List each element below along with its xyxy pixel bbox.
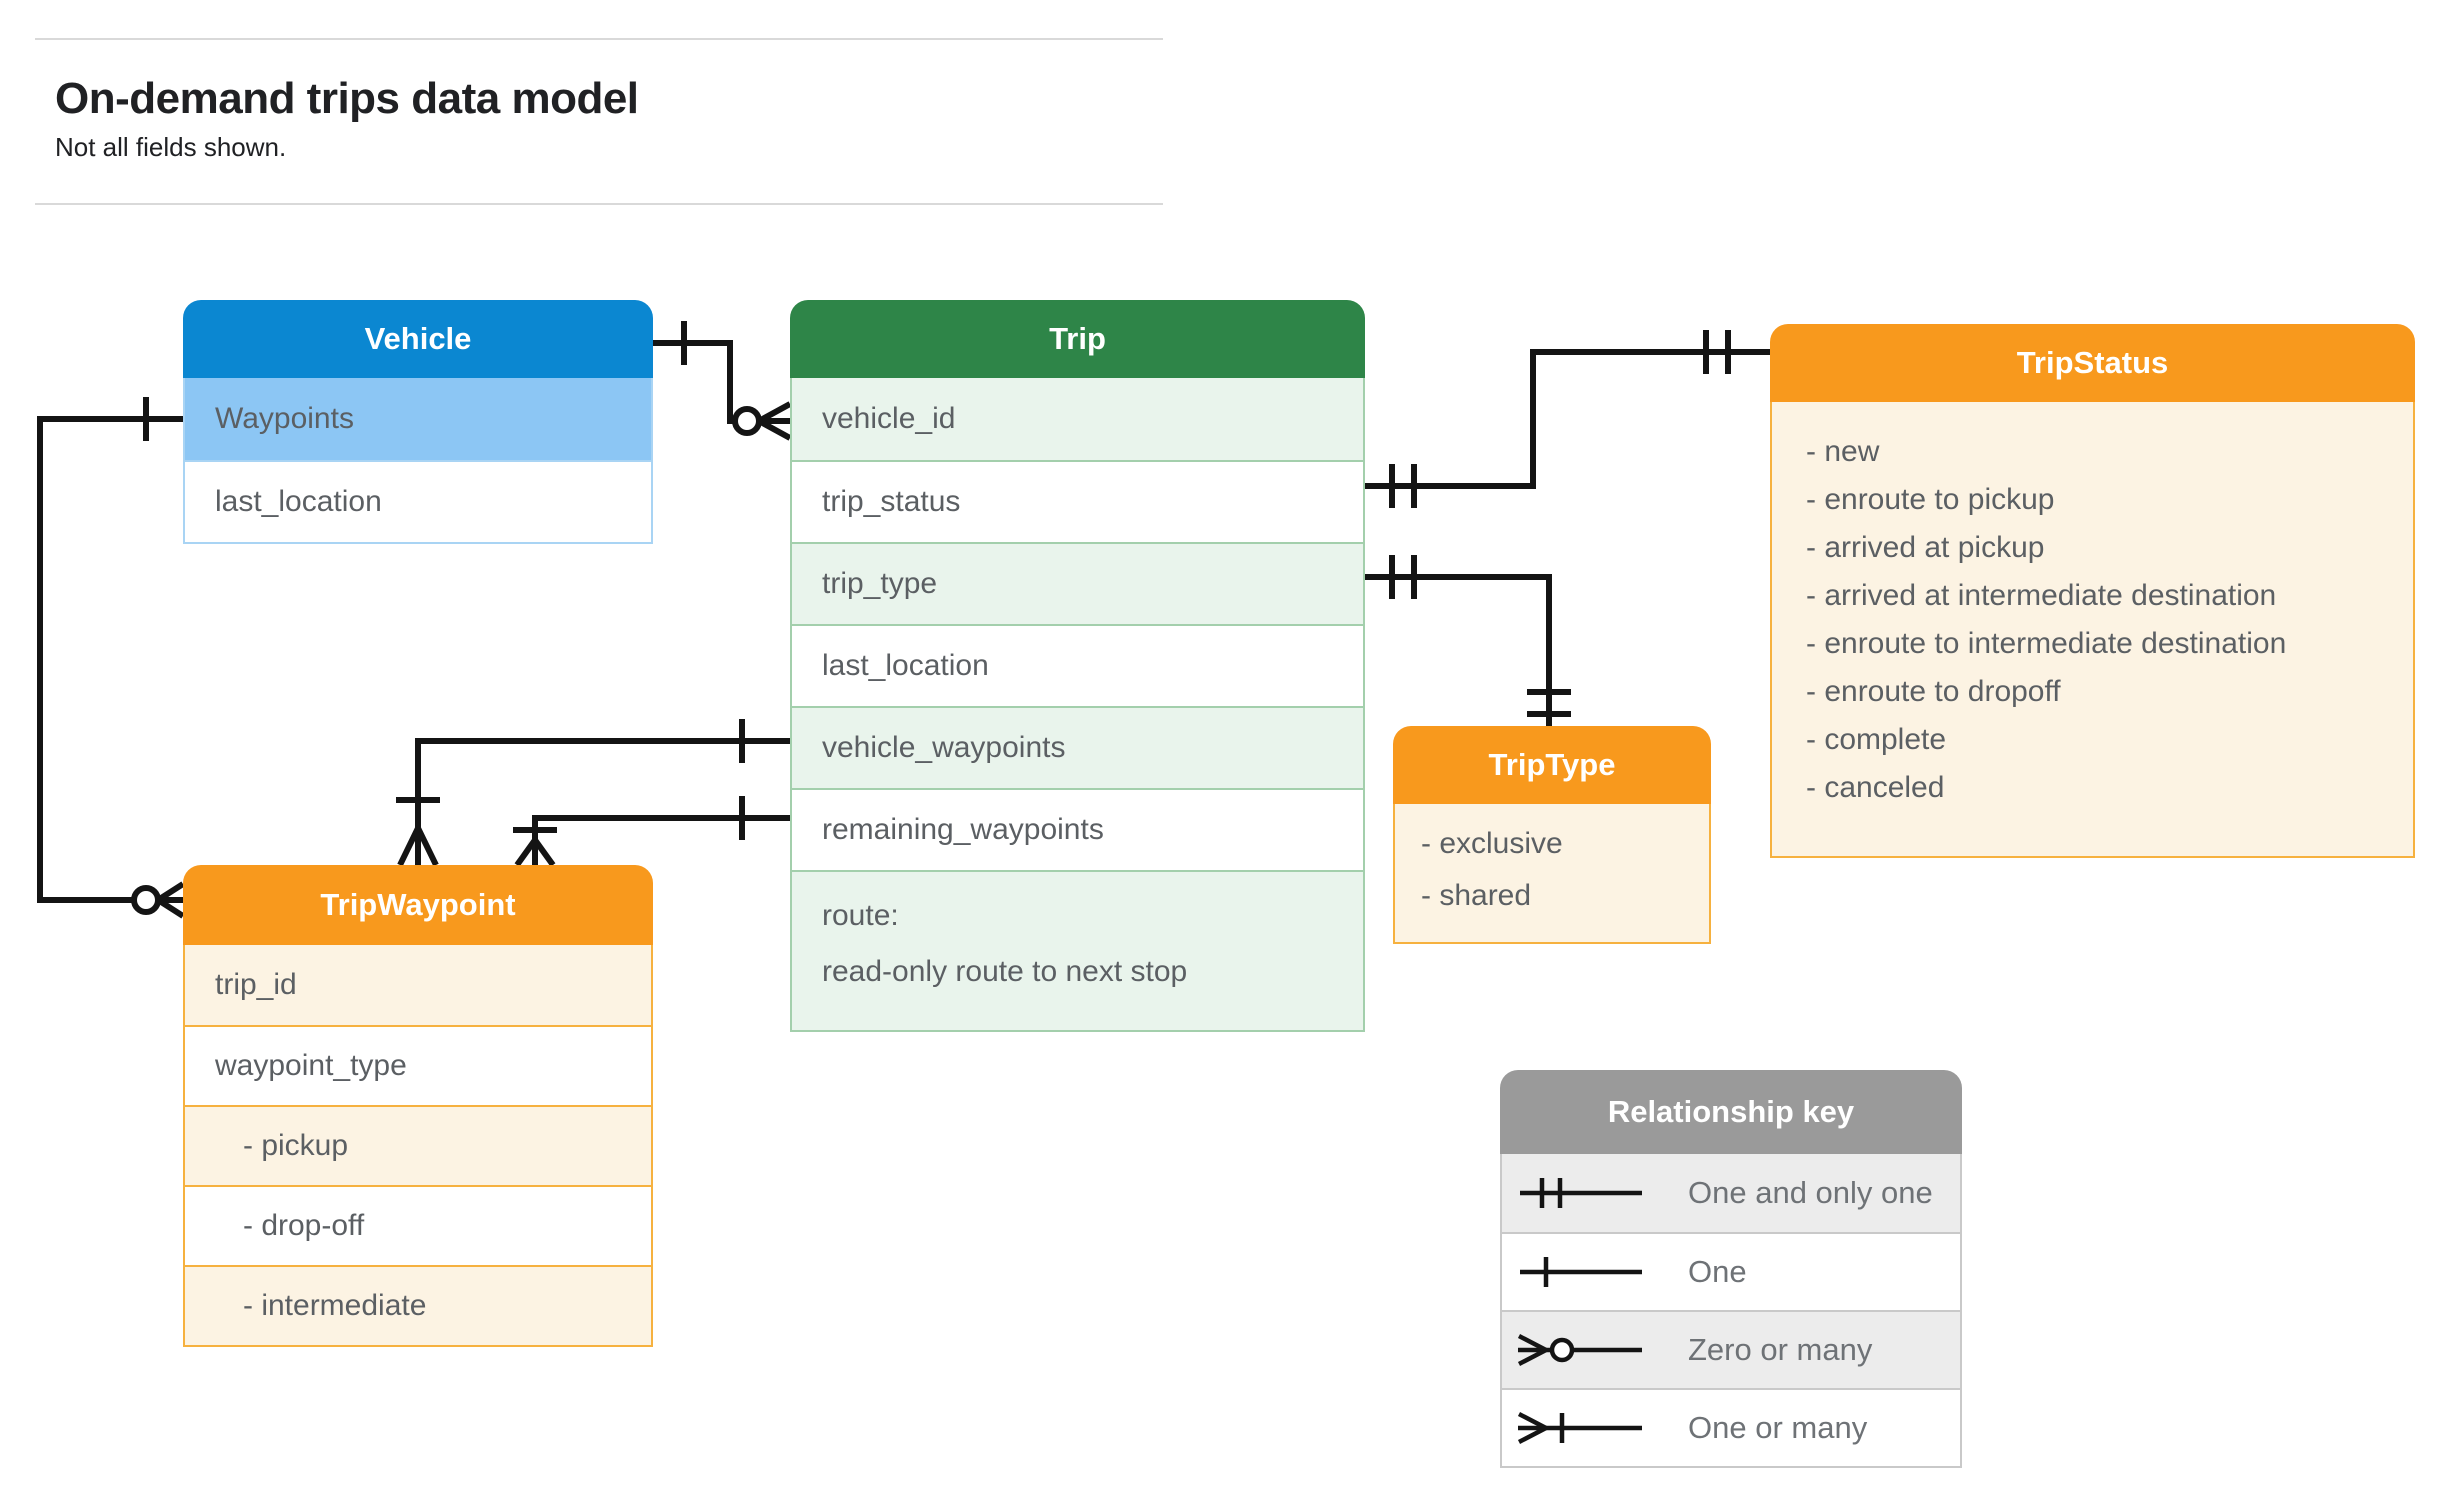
legend-row-one-and-only-one: One and only one bbox=[1502, 1154, 1960, 1232]
crow-foot bbox=[156, 881, 185, 919]
entity-tripwaypoint-title: TripWaypoint bbox=[320, 887, 516, 922]
entity-tripwaypoint-header: TripWaypoint bbox=[183, 865, 653, 945]
entity-tripstatus-header: TripStatus bbox=[1770, 324, 2415, 402]
field-route: route: read-only route to next stop bbox=[792, 870, 1363, 1030]
connector-line bbox=[532, 815, 790, 844]
enum-value-arrived-at-pickup: - arrived at pickup bbox=[1806, 531, 2045, 564]
title-divider-top bbox=[35, 38, 1163, 40]
crow-foot bbox=[397, 826, 439, 867]
field-route-name: route: bbox=[822, 899, 899, 932]
relationship-key-body: One and only one One Zero or many bbox=[1500, 1154, 1962, 1468]
enum-value-intermediate: - intermediate bbox=[185, 1265, 651, 1345]
entity-triptype-body: - exclusive - shared bbox=[1393, 804, 1711, 944]
entity-trip-title: Trip bbox=[1049, 321, 1106, 356]
enum-value-arrived-at-intermediate-destination: - arrived at intermediate destination bbox=[1806, 579, 2277, 612]
field-last-location: last_location bbox=[792, 624, 1363, 706]
one-or-many-icon bbox=[1517, 1412, 1642, 1444]
enum-value-enroute-to-dropoff: - enroute to dropoff bbox=[1806, 675, 2061, 708]
enum-value-enroute-to-intermediate-destination: - enroute to intermediate destination bbox=[1806, 627, 2287, 660]
one-and-only-one-ticks bbox=[1389, 555, 1417, 599]
connector-trip-status-to-tripstatus bbox=[1365, 330, 1770, 508]
connector-line bbox=[37, 416, 183, 903]
enum-value-exclusive: - exclusive bbox=[1421, 827, 1563, 860]
one-and-only-one-ticks bbox=[1703, 330, 1731, 374]
legend-row-one: One bbox=[1502, 1232, 1960, 1310]
field-vehicle-waypoints: vehicle_waypoints bbox=[792, 706, 1363, 788]
field-remaining-waypoints: remaining_waypoints bbox=[792, 788, 1363, 870]
entity-vehicle-header: Vehicle bbox=[183, 300, 653, 378]
enum-value-shared: - shared bbox=[1421, 879, 1532, 912]
field-waypoints: Waypoints bbox=[185, 378, 651, 460]
field-last-location: last_location bbox=[185, 460, 651, 542]
relationship-key-header: Relationship key bbox=[1500, 1070, 1962, 1154]
field-trip-status: trip_status bbox=[792, 460, 1363, 542]
page-subtitle: Not all fields shown. bbox=[55, 132, 287, 162]
entity-vehicle: Vehicle Waypoints last_location bbox=[183, 300, 653, 544]
entity-trip-header: Trip bbox=[790, 300, 1365, 378]
relationship-key: Relationship key One and only one One bbox=[1500, 1070, 1962, 1468]
legend-label: Zero or many bbox=[1688, 1332, 1873, 1367]
entity-vehicle-body: Waypoints last_location bbox=[183, 378, 653, 544]
connector-vehicle-waypoints-to-tripwaypoint bbox=[37, 397, 185, 919]
one-and-only-one-ticks bbox=[1389, 464, 1417, 508]
connector-line bbox=[1365, 574, 1552, 726]
connector-trip-type-to-triptype bbox=[1365, 555, 1571, 726]
connector-line bbox=[1365, 349, 1770, 489]
entity-trip-body: vehicle_id trip_status trip_type last_lo… bbox=[790, 378, 1365, 1032]
entity-trip: Trip vehicle_id trip_status trip_type la… bbox=[790, 300, 1365, 1032]
field-route-description: read-only route to next stop bbox=[822, 955, 1188, 988]
entity-tripstatus: TripStatus - new - enroute to pickup - a… bbox=[1770, 324, 2415, 858]
entity-vehicle-title: Vehicle bbox=[364, 321, 472, 356]
connector-vehicle-waypoints-field-to-tripwaypoint bbox=[396, 719, 790, 867]
enum-value-new: - new bbox=[1806, 435, 1880, 468]
zero-or-many-circle bbox=[732, 406, 762, 436]
field-trip-id: trip_id bbox=[185, 945, 651, 1025]
crow-foot bbox=[514, 838, 556, 867]
zero-or-many-icon bbox=[1517, 1334, 1642, 1366]
enum-value-canceled: - canceled bbox=[1806, 771, 1945, 804]
enum-value-drop-off: - drop-off bbox=[185, 1185, 651, 1265]
page-title: On-demand trips data model bbox=[55, 74, 639, 123]
legend-label: One and only one bbox=[1688, 1175, 1933, 1210]
entity-triptype-title: TripType bbox=[1488, 747, 1616, 782]
one-and-only-one-icon bbox=[1520, 1178, 1642, 1208]
legend-label: One bbox=[1688, 1254, 1747, 1289]
one-and-only-one-ticks bbox=[1527, 689, 1571, 717]
one-icon bbox=[1520, 1257, 1642, 1287]
enum-value-enroute-to-pickup: - enroute to pickup bbox=[1806, 483, 2055, 516]
entity-tripwaypoint: TripWaypoint trip_id waypoint_type - pic… bbox=[183, 865, 653, 1347]
legend-row-zero-or-many: Zero or many bbox=[1502, 1310, 1960, 1388]
field-trip-type: trip_type bbox=[792, 542, 1363, 624]
entity-tripstatus-title: TripStatus bbox=[2016, 345, 2169, 380]
relationship-key-title: Relationship key bbox=[1607, 1094, 1855, 1129]
field-vehicle-id: vehicle_id bbox=[792, 378, 1363, 460]
connector-line bbox=[653, 340, 734, 424]
legend-row-one-or-many: One or many bbox=[1502, 1388, 1960, 1466]
entity-triptype: TripType - exclusive - shared bbox=[1393, 726, 1711, 944]
entity-tripstatus-body: - new - enroute to pickup - arrived at p… bbox=[1770, 402, 2415, 858]
entity-tripwaypoint-body: trip_id waypoint_type - pickup - drop-of… bbox=[183, 945, 653, 1347]
crow-foot bbox=[757, 401, 792, 441]
enum-value-pickup: - pickup bbox=[185, 1105, 651, 1185]
legend-label: One or many bbox=[1688, 1410, 1868, 1445]
connector-remaining-waypoints-to-tripwaypoint bbox=[513, 796, 790, 867]
zero-or-many-circle bbox=[131, 885, 161, 915]
title-divider-bottom bbox=[35, 203, 1163, 205]
connector-line bbox=[415, 738, 790, 832]
connector-vehicle-to-trip bbox=[653, 321, 792, 441]
enum-value-complete: - complete bbox=[1806, 723, 1947, 756]
entity-triptype-header: TripType bbox=[1393, 726, 1711, 804]
field-waypoint-type: waypoint_type bbox=[185, 1025, 651, 1105]
